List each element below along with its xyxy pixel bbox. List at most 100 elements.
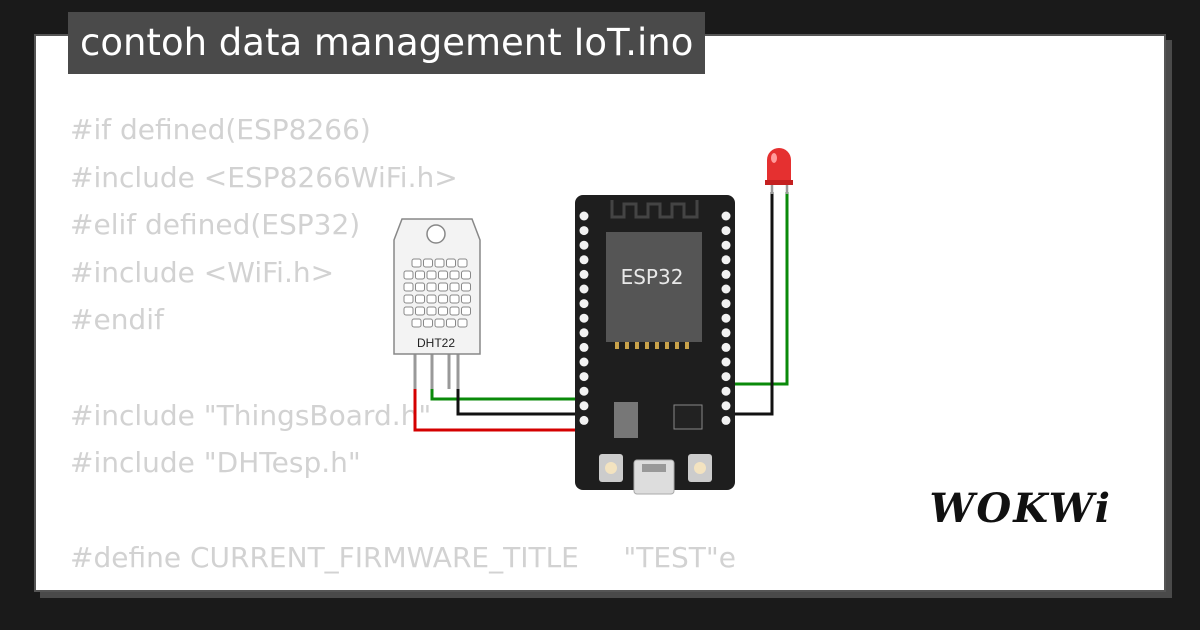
dht22-vent <box>449 306 460 316</box>
dht22-vent <box>403 306 414 316</box>
dht22-vent <box>461 270 471 280</box>
header-pin <box>579 357 589 367</box>
dht22-label: DHT22 <box>417 336 455 350</box>
dht22-vent <box>461 294 471 304</box>
chip-pin <box>675 342 679 349</box>
header-pin <box>579 211 589 221</box>
dht22-vent <box>426 294 437 304</box>
code-line: #define CURRENT_FIRMWARE_TITLE "TEST"e <box>70 541 737 575</box>
code-line: #elif defined(ESP32) <box>70 208 361 242</box>
page-title: contoh data management IoT.ino <box>68 12 706 74</box>
code-line: #include <ESP8266WiFi.h> <box>70 160 458 194</box>
chip-pin <box>625 342 629 349</box>
dht22-vent <box>411 258 422 268</box>
header-pin <box>579 226 589 236</box>
dht22-vent <box>438 282 448 292</box>
dht22-vent <box>446 318 456 328</box>
dht22-vent <box>415 282 425 292</box>
header-pin <box>721 226 731 236</box>
header-pin <box>721 269 731 279</box>
chip-pin <box>685 342 689 349</box>
wire-led-black <box>727 192 774 416</box>
header-pin <box>721 386 731 396</box>
header-pin <box>721 372 731 382</box>
preview-panel: #if defined(ESP8266) #include <ESP8266WiF… <box>34 34 1166 592</box>
header-pin <box>721 342 731 352</box>
dht22-vent <box>415 294 425 304</box>
dht22-vent <box>449 282 460 292</box>
dht22-vent <box>438 270 448 280</box>
wire-green <box>430 387 582 401</box>
header-pin <box>579 255 589 265</box>
dht22-vent <box>457 258 468 268</box>
header-pin <box>721 299 731 309</box>
dht22-vent <box>446 258 456 268</box>
chip-pin <box>615 342 619 349</box>
header-pin <box>579 269 589 279</box>
dht22-vent <box>423 318 433 328</box>
dht22-vent <box>403 294 414 304</box>
dht22-vent <box>449 270 460 280</box>
wires <box>413 192 789 432</box>
dht22-vent <box>461 282 471 292</box>
header-pin <box>579 401 589 411</box>
dht22-vent <box>457 318 468 328</box>
header-pin <box>579 313 589 323</box>
header-pin <box>721 284 731 294</box>
code-line: #define CURRENT_FIRMWARE_VERSION "1.0.0" <box>70 582 743 590</box>
wire-black <box>456 387 582 416</box>
header-pin <box>721 313 731 323</box>
esp32-chip-pins <box>615 342 689 349</box>
header-pin <box>579 328 589 338</box>
chip-pin <box>635 342 639 349</box>
wire-led-green <box>727 192 789 386</box>
header-pin <box>721 357 731 367</box>
dht22-vent-grid <box>403 258 471 328</box>
dht22-vent <box>438 306 448 316</box>
dht22-vent <box>434 258 445 268</box>
dht22-vent <box>438 294 448 304</box>
header-pin <box>721 328 731 338</box>
header-pin <box>721 401 731 411</box>
circuit-diagram: DHT22 ESP32 <box>393 148 793 495</box>
header-pin <box>579 284 589 294</box>
dht22-vent <box>434 318 445 328</box>
header-pin <box>579 299 589 309</box>
header-pin <box>579 342 589 352</box>
dht22-sensor: DHT22 <box>393 218 481 389</box>
header-pin <box>579 386 589 396</box>
dht22-vent <box>403 282 414 292</box>
code-line: #endif <box>70 303 164 337</box>
header-pin <box>579 372 589 382</box>
code-line: #include "ThingsBoard.h" <box>70 398 432 432</box>
header-pin <box>721 415 731 425</box>
dht22-vent <box>426 270 437 280</box>
code-line: #include "DHTesp.h" <box>70 446 361 480</box>
esp32-left-pins <box>579 211 589 425</box>
dht22-vent <box>426 306 437 316</box>
header-pin <box>579 240 589 250</box>
header-pin <box>579 415 589 425</box>
header-pin <box>721 255 731 265</box>
header-pin <box>721 240 731 250</box>
code-line: #if defined(ESP8266) <box>70 113 371 146</box>
dht22-vent <box>415 270 425 280</box>
esp32-right-pins <box>721 211 731 425</box>
dht22-vent <box>426 282 437 292</box>
wokwi-logo: WOKWi <box>929 485 1112 532</box>
dht22-vent <box>403 270 414 280</box>
dht22-vent <box>423 258 433 268</box>
chip-pin <box>645 342 649 349</box>
header-pin <box>721 211 731 221</box>
chip-pin <box>665 342 669 349</box>
code-preview: #if defined(ESP8266) #include <ESP8266WiF… <box>70 106 743 590</box>
esp32-board: ESP32 <box>575 195 735 495</box>
dht22-vent <box>411 318 422 328</box>
dht22-vent <box>415 306 425 316</box>
dht22-vent <box>461 306 471 316</box>
chip-pin <box>655 342 659 349</box>
esp32-chip-label: ESP32 <box>621 265 684 289</box>
red-led <box>765 148 793 194</box>
code-line: #include <WiFi.h> <box>70 255 335 289</box>
dht22-vent <box>449 294 460 304</box>
